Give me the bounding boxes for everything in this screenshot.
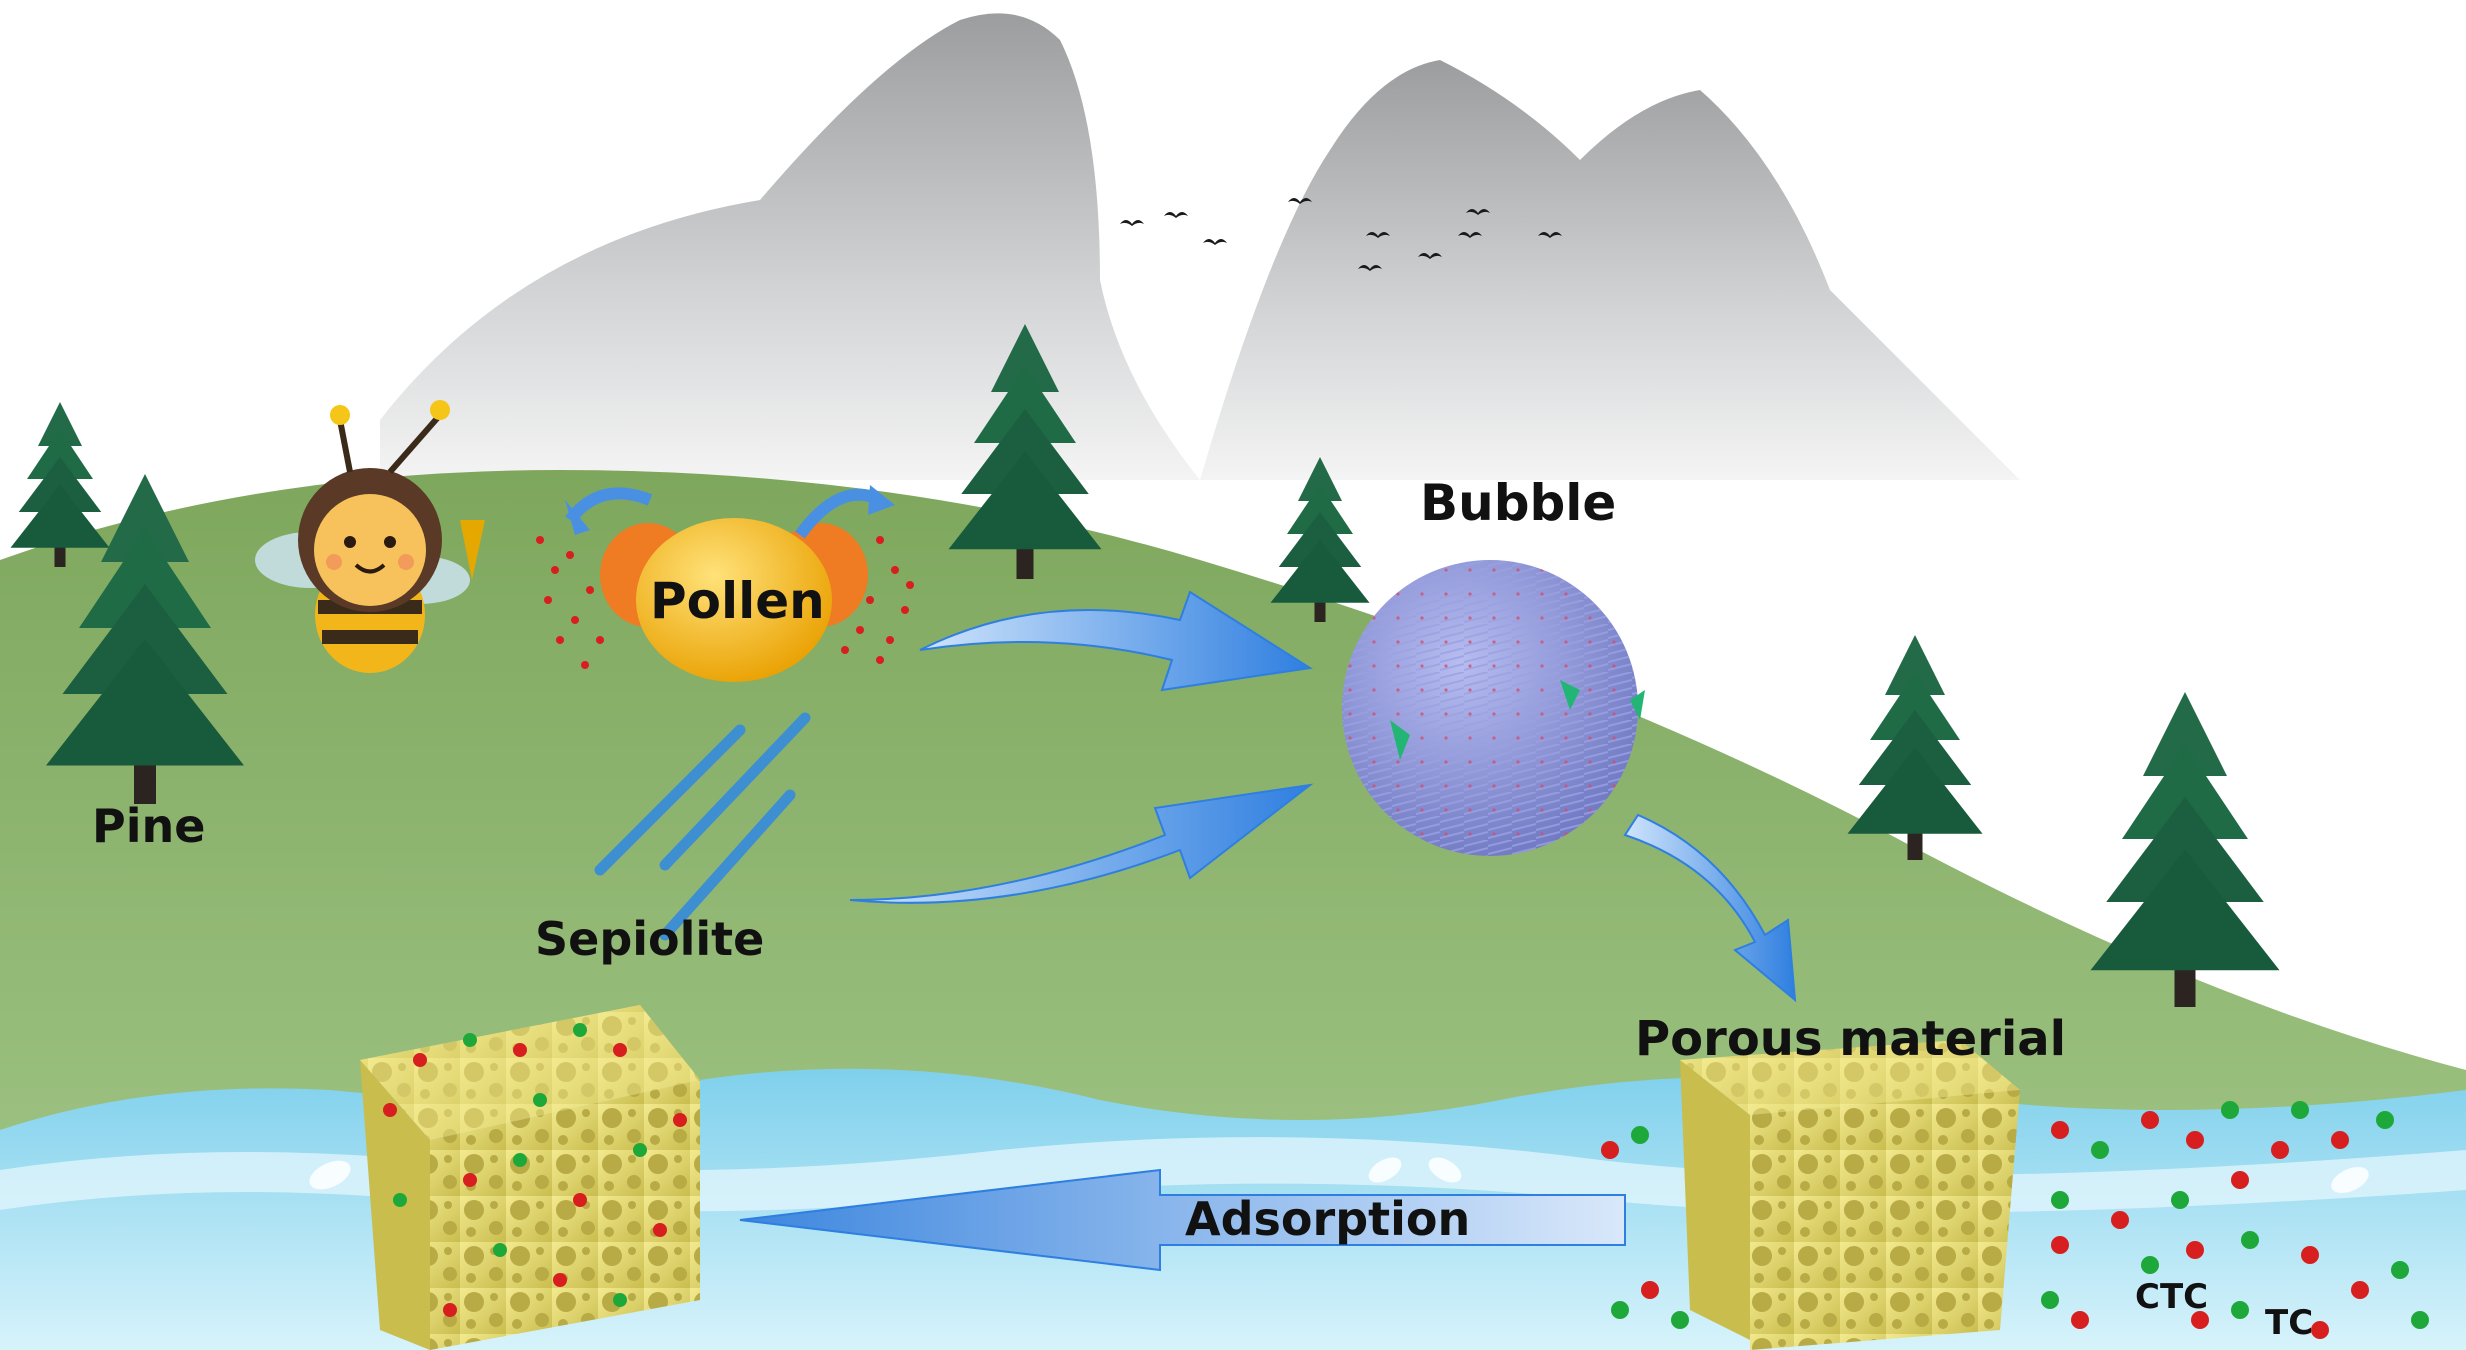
mountains <box>380 13 2020 480</box>
pine-tree-icon <box>10 402 110 567</box>
pine-tree-icon <box>1847 635 1983 860</box>
adsorption-arrow <box>739 1168 1626 1272</box>
label-bubble: Bubble <box>1420 474 1616 532</box>
arrow-pollen-to-bubble <box>919 590 1313 692</box>
arrow-bubble-to-porous <box>1623 813 1797 1003</box>
adsorbed-molecules <box>383 1023 687 1317</box>
label-pollen: Pollen <box>650 572 825 630</box>
sepiolite-fibers <box>594 712 811 941</box>
porous-cube-saturated <box>360 1005 700 1350</box>
label-porous-material: Porous material <box>1635 1011 2066 1067</box>
pollen-particles <box>536 536 914 669</box>
bubble-sphere <box>1342 560 1645 856</box>
pine-tree-icon <box>1270 457 1370 622</box>
bird-icon <box>1120 220 1144 226</box>
bird-icon <box>1203 239 1227 245</box>
label-tc: TC <box>2265 1303 2313 1343</box>
label-pine: Pine <box>92 799 205 853</box>
free-molecules <box>1601 1101 2429 1339</box>
porous-cube <box>1680 1040 2020 1350</box>
bee-icon <box>255 400 485 673</box>
arrow-sepiolite-to-bubble <box>849 783 1314 904</box>
bird-icon <box>1164 212 1188 218</box>
label-ctc: CTC <box>2135 1277 2208 1317</box>
pollen-grain <box>565 485 895 682</box>
water-splashes <box>309 1157 2369 1194</box>
label-sepiolite: Sepiolite <box>535 912 764 966</box>
pine-tree-icon <box>2090 692 2280 1007</box>
label-adsorption: Adsorption <box>1185 1192 1470 1246</box>
